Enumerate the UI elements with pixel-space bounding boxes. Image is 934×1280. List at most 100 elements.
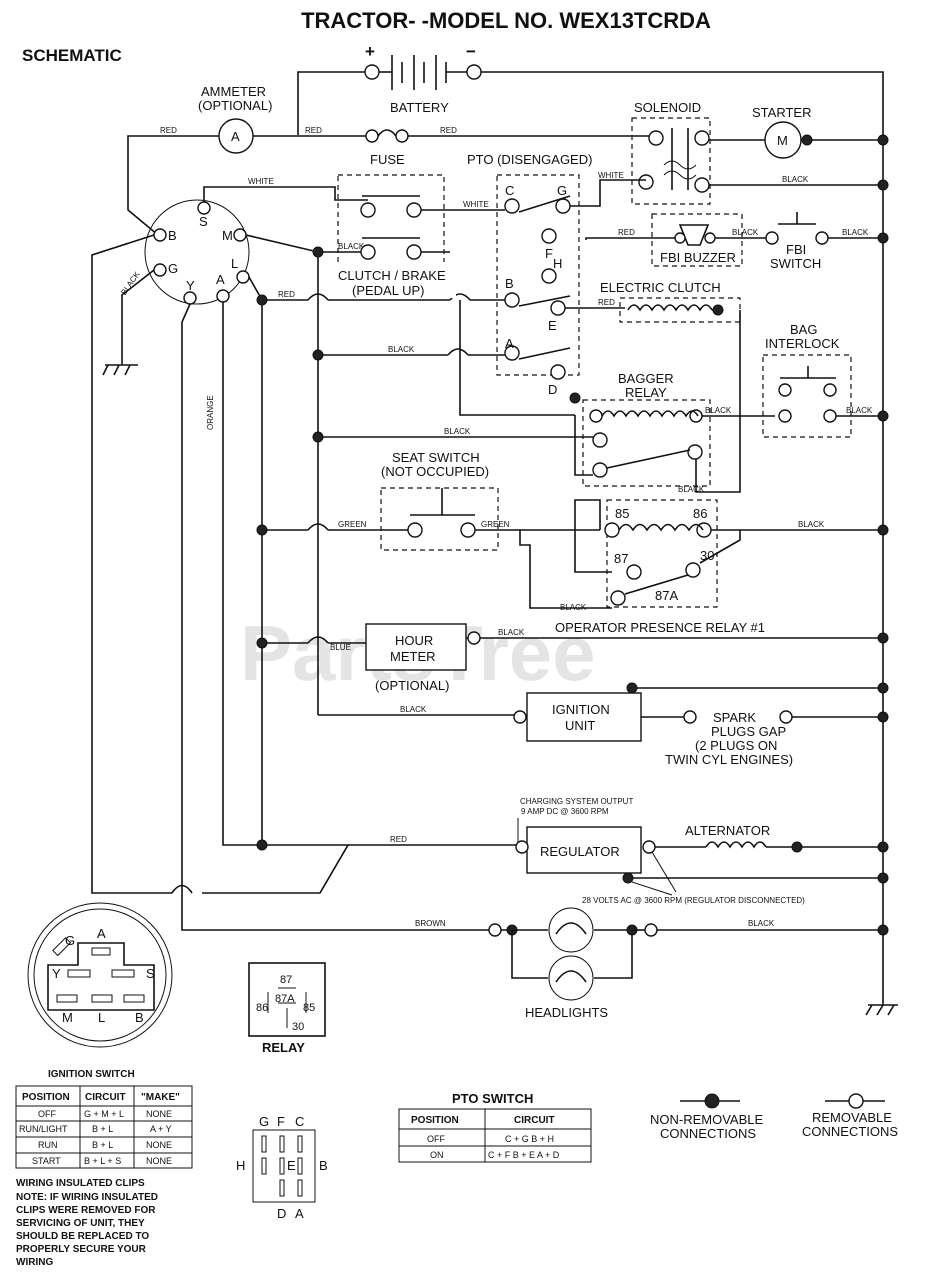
svg-text:B: B [168, 228, 177, 243]
svg-text:RED: RED [440, 126, 457, 135]
svg-text:RED: RED [278, 290, 295, 299]
hour-meter: HOUR METER (OPTIONAL) BLUE BLACK [262, 623, 883, 693]
svg-text:(OPTIONAL): (OPTIONAL) [375, 678, 449, 693]
ground-rail [475, 71, 898, 1016]
svg-text:28 VOLTS AC @ 3600 RPM (REGULA: 28 VOLTS AC @ 3600 RPM (REGULATOR DISCON… [582, 896, 805, 905]
ammeter-symbol: A [231, 129, 240, 144]
svg-text:CONNECTIONS: CONNECTIONS [802, 1124, 898, 1139]
fuse: FUSE RED [365, 126, 652, 167]
svg-text:9 AMP DC @ 3600 RPM: 9 AMP DC @ 3600 RPM [521, 807, 609, 816]
svg-text:WIRING INSULATED CLIPS: WIRING INSULATED CLIPS [16, 1178, 145, 1189]
svg-text:BLACK: BLACK [338, 242, 365, 251]
svg-text:BLACK: BLACK [748, 919, 775, 928]
svg-text:SHOULD BE REPLACED TO: SHOULD BE REPLACED TO [16, 1231, 149, 1242]
svg-text:A: A [295, 1206, 304, 1221]
svg-text:BLACK: BLACK [400, 705, 427, 714]
battery: + − BATTERY [297, 42, 482, 135]
svg-text:WHITE: WHITE [248, 177, 274, 186]
starter-symbol: M [777, 133, 788, 148]
svg-text:B + L: B + L [92, 1124, 113, 1134]
svg-text:S: S [199, 214, 208, 229]
svg-text:A: A [216, 272, 225, 287]
svg-text:30: 30 [292, 1021, 304, 1033]
fbi-buzzer: BLACK FBI BUZZER [651, 213, 768, 267]
ignition-switch-face: A G Y S M L B [27, 902, 173, 1048]
electric-clutch: ELECTRIC CLUTCH [600, 280, 741, 323]
bag-interlock: BAG INTERLOCK BLACK [762, 322, 883, 438]
svg-text:87: 87 [614, 551, 628, 566]
svg-text:C + F B + E A + D: C + F B + E A + D [488, 1150, 560, 1160]
seat-switch: SEAT SWITCH (NOT OCCUPIED) GREEN GREEN [262, 450, 600, 551]
svg-text:"MAKE": "MAKE" [141, 1092, 180, 1103]
svg-text:SERVICING OF UNIT, THEY: SERVICING OF UNIT, THEY [16, 1218, 145, 1229]
clutch-brake-sub: (PEDAL UP) [352, 283, 424, 298]
svg-text:NOTE: IF WIRING INSULATED: NOTE: IF WIRING INSULATED [16, 1192, 158, 1203]
svg-text:UNIT: UNIT [565, 718, 595, 733]
svg-text:REGULATOR: REGULATOR [540, 844, 620, 859]
svg-text:FBI: FBI [786, 242, 806, 257]
svg-text:B: B [319, 1158, 328, 1173]
svg-text:CLIPS WERE REMOVED FOR: CLIPS WERE REMOVED FOR [16, 1205, 156, 1216]
svg-text:(2 PLUGS ON: (2 PLUGS ON [695, 738, 777, 753]
svg-text:E: E [548, 318, 557, 333]
svg-text:HEADLIGHTS: HEADLIGHTS [525, 1005, 608, 1020]
pto-switch-table: PTO SWITCH POSITION CIRCUIT OFF C + G B … [398, 1091, 592, 1163]
fbi-switch: BLACK FBI SWITCH [765, 212, 883, 271]
svg-text:30: 30 [700, 548, 714, 563]
svg-text:PROPERLY SECURE YOUR: PROPERLY SECURE YOUR [16, 1244, 147, 1255]
svg-text:Y: Y [186, 278, 195, 293]
battery-minus: − [466, 42, 476, 61]
svg-text:D: D [277, 1206, 286, 1221]
svg-text:NONE: NONE [146, 1140, 172, 1150]
svg-text:HOUR: HOUR [395, 633, 433, 648]
svg-text:G + M + L: G + M + L [84, 1109, 124, 1119]
svg-text:BLACK: BLACK [705, 406, 732, 415]
battery-plus: + [365, 42, 375, 61]
svg-text:RELAY: RELAY [625, 385, 667, 400]
svg-text:BLACK: BLACK [782, 175, 809, 184]
svg-text:C: C [295, 1114, 304, 1129]
page-title: TRACTOR- -MODEL NO. WEX13TCRDA [301, 8, 711, 33]
svg-text:OFF: OFF [38, 1109, 56, 1119]
svg-text:RUN/LIGHT: RUN/LIGHT [19, 1124, 68, 1134]
svg-text:BLACK: BLACK [842, 228, 869, 237]
svg-text:BROWN: BROWN [415, 919, 446, 928]
svg-text:BLACK: BLACK [119, 270, 142, 297]
main-bus: BLACK [261, 252, 515, 845]
svg-text:RUN: RUN [38, 1140, 58, 1150]
svg-text:TWIN CYL ENGINES): TWIN CYL ENGINES) [665, 752, 793, 767]
svg-text:F: F [277, 1114, 285, 1129]
ignition-unit: IGNITION UNIT SPARK PLUGS GAP (2 PLUGS O… [513, 682, 883, 767]
pto-switch-face: G F C H E B D A [236, 1114, 328, 1221]
svg-text:PLUGS GAP: PLUGS GAP [711, 724, 786, 739]
svg-text:RELAY: RELAY [262, 1040, 305, 1055]
svg-text:G: G [65, 933, 75, 948]
ammeter: A AMMETER (OPTIONAL) RED RED [127, 84, 368, 236]
svg-text:RED: RED [305, 126, 322, 135]
svg-text:RED: RED [598, 298, 615, 307]
svg-text:REMOVABLE: REMOVABLE [812, 1110, 892, 1125]
pto-label: PTO (DISENGAGED) [467, 152, 592, 167]
svg-text:ON: ON [430, 1150, 444, 1160]
svg-text:Y: Y [52, 966, 61, 981]
svg-text:BLACK: BLACK [560, 603, 587, 612]
svg-text:BLACK: BLACK [498, 628, 525, 637]
svg-text:G: G [168, 261, 178, 276]
svg-text:(NOT OCCUPIED): (NOT OCCUPIED) [381, 464, 489, 479]
clutch-brake-label: CLUTCH / BRAKE [338, 268, 446, 283]
svg-text:B + L + S: B + L + S [84, 1156, 121, 1166]
svg-text:C: C [505, 183, 514, 198]
regulator: CHARGING SYSTEM OUTPUT 9 AMP DC @ 3600 R… [202, 797, 883, 905]
svg-text:G: G [259, 1114, 269, 1129]
svg-text:WIRING: WIRING [16, 1257, 53, 1268]
svg-text:F: F [545, 246, 553, 261]
svg-text:CIRCUIT: CIRCUIT [85, 1092, 126, 1103]
svg-text:IGNITION SWITCH: IGNITION SWITCH [48, 1069, 135, 1080]
svg-text:C + G B + H: C + G B + H [505, 1134, 554, 1144]
svg-text:E: E [287, 1158, 296, 1173]
svg-text:A: A [505, 336, 514, 351]
svg-text:L: L [231, 256, 238, 271]
fuse-label: FUSE [370, 152, 405, 167]
electric-clutch-label: ELECTRIC CLUTCH [600, 280, 721, 295]
svg-text:S: S [146, 966, 155, 981]
